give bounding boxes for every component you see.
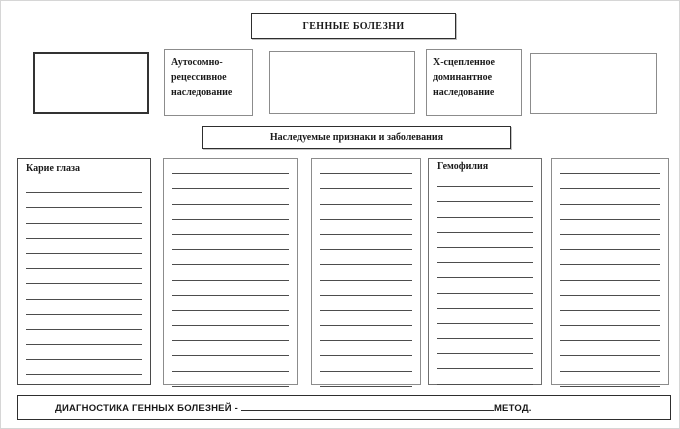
blank-line bbox=[560, 205, 660, 220]
blank-line bbox=[560, 341, 660, 357]
blank-line bbox=[172, 250, 289, 266]
blank-line bbox=[320, 296, 412, 311]
blank-line bbox=[320, 281, 412, 296]
blank-line bbox=[172, 341, 289, 357]
blank-line bbox=[26, 300, 142, 315]
blank-line bbox=[560, 159, 660, 175]
blank-lines bbox=[312, 159, 420, 387]
blank-line bbox=[437, 233, 533, 248]
blank-line bbox=[560, 311, 660, 327]
trait-column-5 bbox=[551, 158, 669, 387]
blank-line bbox=[437, 263, 533, 279]
footer-box: ДИАГНОСТИКА ГЕННЫХ БОЛЕЗНЕЙ - МЕТОД. bbox=[17, 395, 671, 420]
blank-line bbox=[320, 205, 412, 220]
blank-line bbox=[560, 326, 660, 342]
blank-line bbox=[437, 324, 533, 340]
blank-line bbox=[26, 178, 142, 194]
page-title: ГЕННЫЕ БОЛЕЗНИ bbox=[302, 20, 405, 32]
blank-line bbox=[320, 189, 412, 205]
trait-column-3 bbox=[311, 158, 421, 387]
blank-line bbox=[26, 315, 142, 330]
blank-line bbox=[437, 202, 533, 218]
blank-line bbox=[560, 189, 660, 205]
inheritance-box-blank-3 bbox=[530, 53, 657, 114]
blank-line bbox=[26, 208, 142, 224]
blank-line bbox=[172, 311, 289, 327]
blank-line bbox=[172, 220, 289, 235]
blank-line bbox=[320, 159, 412, 175]
blank-line bbox=[172, 174, 289, 190]
blank-line bbox=[560, 281, 660, 296]
inheritance-box-x-linked-dominant: Х-сцепленное доминантное наследование bbox=[426, 49, 522, 116]
blank-line bbox=[560, 250, 660, 266]
blank-line bbox=[437, 187, 533, 203]
blank-line bbox=[172, 235, 289, 251]
inheritance-box-blank-2 bbox=[269, 51, 415, 114]
blank-line bbox=[320, 356, 412, 372]
blank-line bbox=[172, 265, 289, 281]
blank-line bbox=[437, 218, 533, 233]
trait-column-hemophilia: Гемофилия bbox=[428, 158, 542, 385]
blank-line bbox=[320, 174, 412, 190]
blank-line bbox=[437, 369, 533, 385]
blank-line bbox=[26, 254, 142, 270]
blank-line bbox=[560, 235, 660, 251]
blank-line bbox=[172, 281, 289, 296]
blank-lines bbox=[429, 172, 541, 385]
inheritance-box-blank-1 bbox=[33, 52, 149, 114]
title-box: ГЕННЫЕ БОЛЕЗНИ bbox=[251, 13, 456, 39]
blank-line bbox=[172, 205, 289, 220]
blank-line bbox=[26, 360, 142, 376]
blank-line bbox=[320, 220, 412, 235]
blank-line bbox=[437, 278, 533, 294]
trait-column-title: Карие глаза bbox=[26, 163, 81, 174]
blank-line bbox=[437, 294, 533, 309]
inheritance-box-autosomal-recessive: Аутосомно-рецессивное наследование bbox=[164, 49, 253, 116]
blank-line bbox=[26, 193, 142, 209]
blank-line bbox=[26, 345, 142, 361]
blank-line bbox=[26, 330, 142, 346]
blank-line bbox=[320, 326, 412, 342]
trait-column-brown-eyes: Карие глаза bbox=[17, 158, 151, 385]
blank-line bbox=[172, 159, 289, 175]
blank-line bbox=[437, 248, 533, 264]
blank-line bbox=[560, 356, 660, 372]
blank-lines bbox=[164, 159, 297, 387]
blank-line bbox=[320, 311, 412, 327]
blank-line bbox=[437, 354, 533, 370]
blank-line bbox=[560, 220, 660, 235]
blank-line bbox=[320, 372, 412, 387]
blank-line bbox=[560, 265, 660, 281]
blank-line bbox=[172, 356, 289, 372]
blank-line bbox=[560, 372, 660, 387]
blank-line bbox=[320, 265, 412, 281]
blank-line bbox=[172, 296, 289, 311]
blank-line bbox=[437, 172, 533, 188]
blank-line bbox=[320, 250, 412, 266]
blank-line bbox=[437, 339, 533, 355]
blank-line bbox=[320, 341, 412, 357]
banner-box: Наследуемые признаки и заболевания bbox=[202, 126, 511, 149]
blank-line bbox=[172, 372, 289, 387]
blank-line bbox=[26, 239, 142, 254]
inheritance-label: Х-сцепленное доминантное наследование bbox=[433, 57, 495, 98]
banner-title: Наследуемые признаки и заболевания bbox=[269, 132, 444, 143]
blank-line bbox=[172, 326, 289, 342]
blank-line bbox=[320, 235, 412, 251]
blank-line bbox=[560, 174, 660, 190]
trait-column-title: Гемофилия bbox=[437, 161, 489, 172]
blank-line bbox=[26, 269, 142, 285]
blank-line bbox=[437, 309, 533, 324]
inheritance-label: Аутосомно-рецессивное наследование bbox=[171, 57, 233, 98]
blank-line bbox=[560, 296, 660, 311]
footer-fill-in-blank bbox=[240, 401, 494, 411]
blank-line bbox=[26, 284, 142, 300]
blank-lines bbox=[552, 159, 668, 387]
blank-line bbox=[172, 189, 289, 205]
footer-label: ДИАГНОСТИКА ГЕННЫХ БОЛЕЗНЕЙ - bbox=[55, 403, 238, 414]
blank-lines bbox=[18, 178, 150, 376]
blank-line bbox=[26, 224, 142, 239]
footer-suffix: МЕТОД. bbox=[493, 403, 532, 414]
trait-column-2 bbox=[163, 158, 298, 387]
